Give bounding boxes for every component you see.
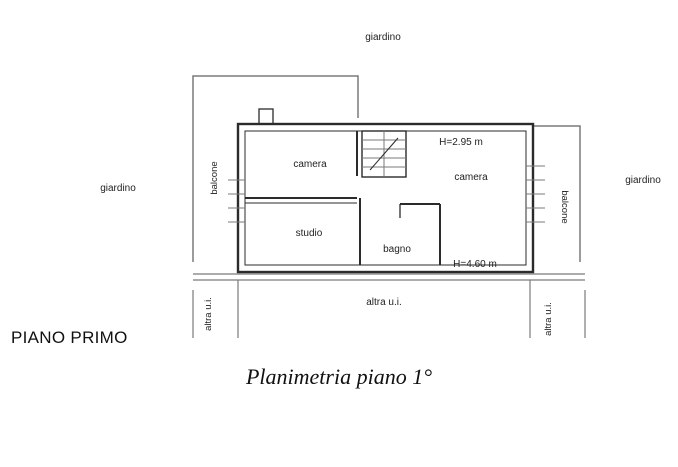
label-balcony-left: balcone	[209, 161, 220, 194]
figure-caption: Planimetria piano 1°	[245, 364, 432, 389]
label-height-lower: H=4.60 m	[453, 259, 497, 270]
chimney	[258, 108, 274, 125]
label-other-unit-left: altra u.i.	[203, 297, 214, 331]
label-other-unit-center: altra u.i.	[366, 297, 402, 308]
staircase	[361, 130, 407, 178]
window-right	[526, 156, 545, 238]
label-room-bagno: bagno	[383, 244, 411, 255]
label-room-camera-2: camera	[454, 172, 488, 183]
label-balcony-right: balcone	[559, 190, 570, 223]
label-other-unit-right: altra u.i.	[543, 302, 554, 336]
label-room-studio: studio	[296, 228, 323, 239]
label-room-camera-1: camera	[293, 159, 327, 170]
label-garden-left: giardino	[100, 183, 136, 194]
floor-label: PIANO PRIMO	[11, 328, 128, 347]
garden-boundary	[192, 75, 359, 262]
label-garden-right: giardino	[625, 175, 661, 186]
garden-boundary-right	[533, 125, 581, 262]
window-left	[228, 170, 245, 232]
label-height-upper: H=2.95 m	[439, 137, 483, 148]
label-garden-top: giardino	[365, 32, 401, 43]
